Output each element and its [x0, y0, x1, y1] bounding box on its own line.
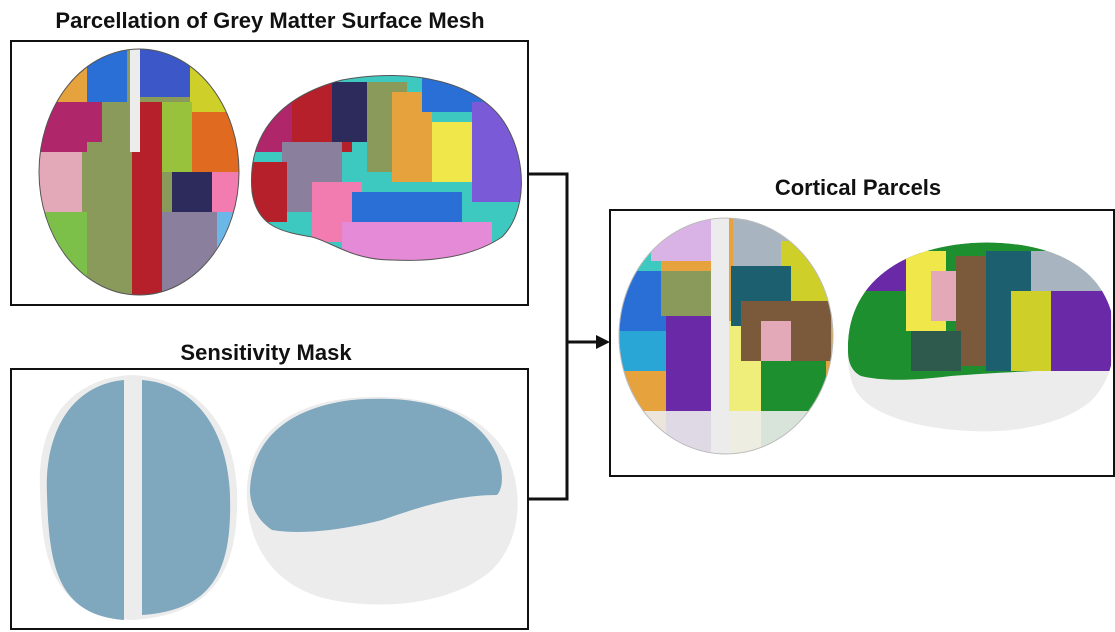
parcellated-brain-images — [12, 42, 527, 304]
cortical-parcels-brain-images — [611, 211, 1113, 475]
sensitivity-mask-brain-images — [12, 370, 527, 628]
panel-parcellation — [10, 40, 529, 306]
panel-sensitivity-mask — [10, 368, 529, 630]
panel-cortical-parcels — [609, 209, 1115, 477]
arrow-head-icon — [596, 335, 610, 349]
